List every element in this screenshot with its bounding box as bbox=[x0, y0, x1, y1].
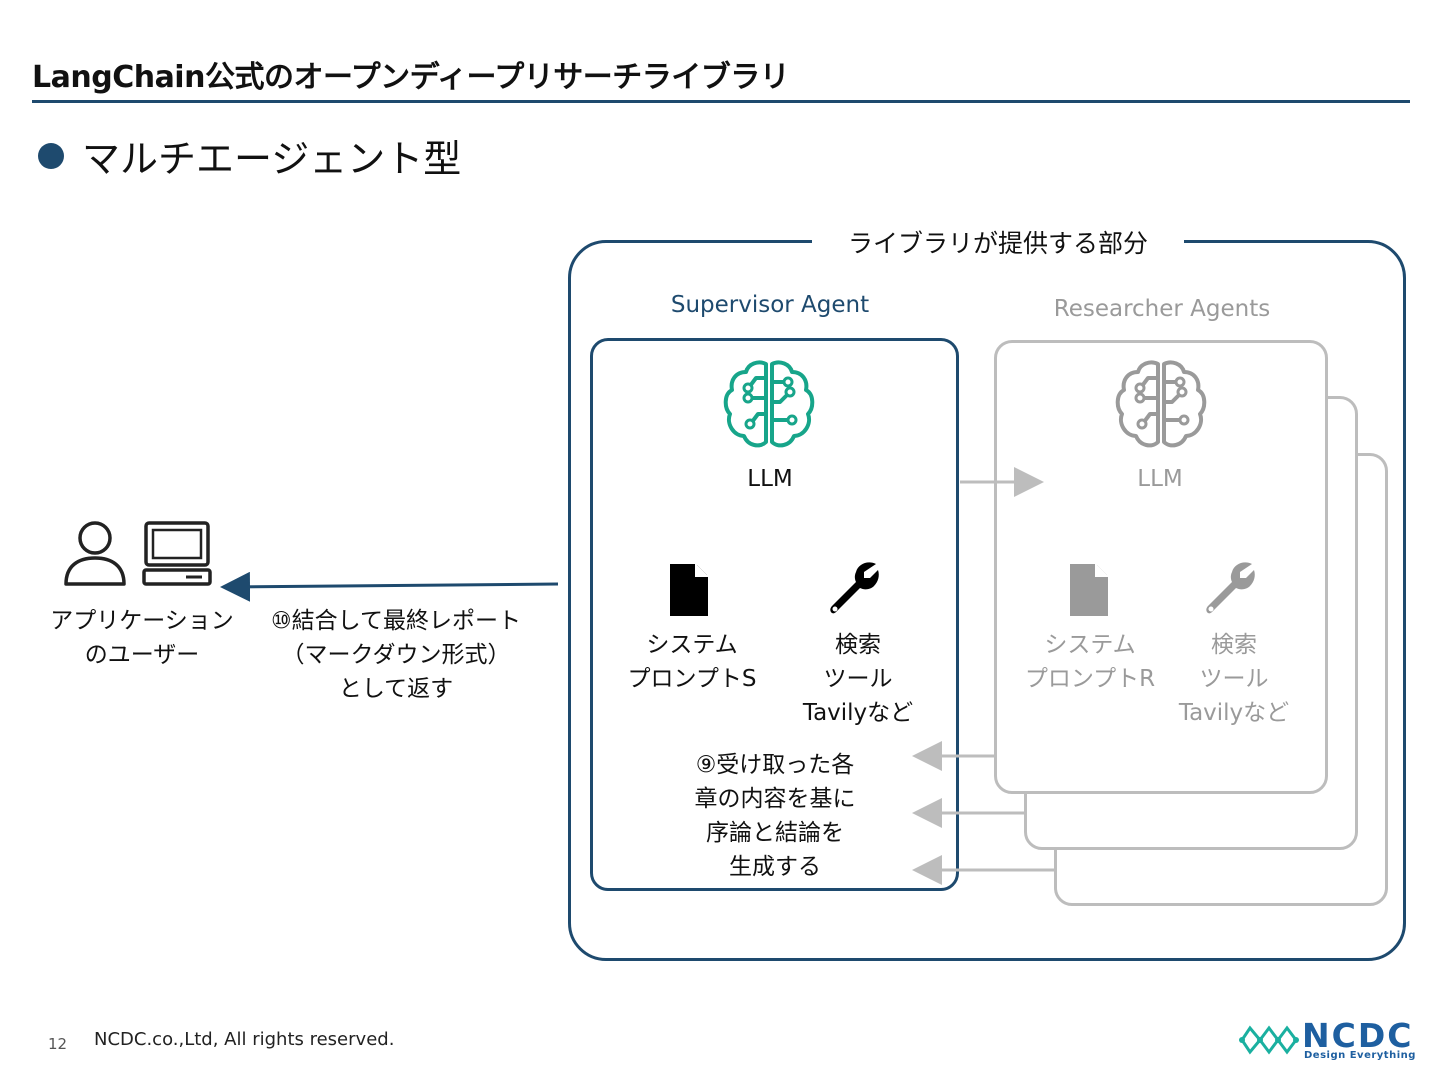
researcher-document-icon bbox=[1070, 564, 1108, 616]
researcher-wrench-icon bbox=[1206, 562, 1255, 614]
page-title: LangChain公式のオープンディープリサーチライブラリ bbox=[32, 60, 790, 95]
copyright-text: NCDC.co.,Ltd, All rights reserved. bbox=[94, 1029, 395, 1050]
supervisor-agent-box bbox=[590, 338, 959, 891]
step9-description: ⑨受け取った各 章の内容を基に 序論と結論を 生成する bbox=[694, 752, 856, 880]
title-divider bbox=[32, 100, 1410, 103]
report-to-user-arrow bbox=[220, 571, 559, 602]
document-icon bbox=[670, 564, 708, 616]
researcher-brain-circuit-icon bbox=[1115, 360, 1207, 448]
section-heading: マルチエージェント型 bbox=[82, 137, 462, 181]
supervisor-llm-label: LLM bbox=[747, 466, 793, 492]
researcher-card bbox=[994, 340, 1328, 794]
researcher-agents-label: Researcher Agents bbox=[1053, 296, 1271, 322]
computer-icon bbox=[142, 521, 212, 586]
page-number: 12 bbox=[48, 1035, 68, 1053]
brain-circuit-icon bbox=[723, 360, 815, 448]
bullet-icon bbox=[38, 143, 64, 169]
user-label: アプリケーション のユーザー bbox=[50, 608, 234, 668]
ncdc-logo-icon bbox=[1239, 1025, 1299, 1055]
ncdc-logo-tagline: Design Everything bbox=[1304, 1050, 1416, 1061]
supervisor-prompt-label: システム プロンプトS bbox=[627, 632, 757, 692]
person-icon bbox=[64, 521, 126, 586]
step10-description: ⑩結合して最終レポート （マークダウン形式） として返す bbox=[271, 608, 521, 702]
supervisor-agent-label: Supervisor Agent bbox=[670, 292, 870, 318]
supervisor-tool-label: 検索 ツール Tavilyなど bbox=[802, 632, 914, 726]
researcher-tool-label: 検索 ツール Tavilyなど bbox=[1178, 632, 1290, 726]
researcher-prompt-label: システム プロンプトR bbox=[1024, 632, 1156, 692]
ncdc-logo-text: NCDC bbox=[1302, 1016, 1414, 1055]
researcher-llm-label: LLM bbox=[1137, 466, 1183, 492]
library-label: ライブラリが提供する部分 bbox=[812, 224, 1184, 260]
wrench-icon bbox=[830, 562, 879, 614]
